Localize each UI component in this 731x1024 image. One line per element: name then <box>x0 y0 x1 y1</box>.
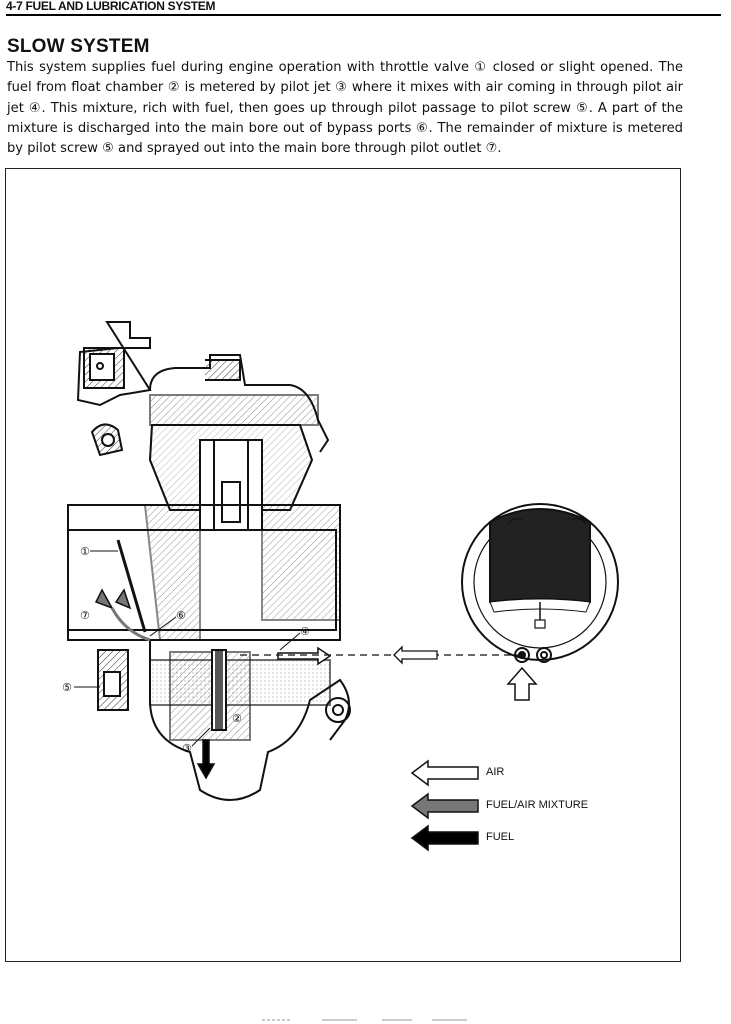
footer-scan-marks <box>262 1019 467 1021</box>
legend-mixture-label: FUEL/AIR MIXTURE <box>486 799 589 811</box>
body-paragraph: This system supplies fuel during engine … <box>7 60 683 157</box>
legend-air-label: AIR <box>486 766 505 778</box>
figure-frame <box>5 168 681 962</box>
section-title: SLOW SYSTEM <box>7 36 150 57</box>
flow-arrows <box>94 588 332 780</box>
carburetor-body <box>67 321 351 801</box>
legend-mixture-arrow <box>410 792 479 820</box>
page-header: 4-7 FUEL AND LUBRICATION SYSTEM <box>6 0 721 16</box>
callout-5: ⑤ <box>62 681 72 694</box>
callout-1: ① <box>80 545 90 558</box>
legend <box>410 759 479 852</box>
bore-detail-view <box>461 503 619 701</box>
callouts: ① ⑦ ⑥ ④ ⑤ ② ③ <box>62 545 310 755</box>
legend-fuel-arrow <box>410 824 479 852</box>
callout-7: ⑦ <box>80 609 90 622</box>
detail-air-arrow <box>393 645 438 665</box>
callout-3: ③ <box>182 742 192 755</box>
legend-air-arrow <box>410 759 479 787</box>
legend-fuel-label: FUEL <box>486 831 515 843</box>
callout-6: ⑥ <box>176 609 186 622</box>
callout-4: ④ <box>300 625 310 638</box>
header-title: 4-7 FUEL AND LUBRICATION SYSTEM <box>6 0 216 13</box>
section-body: This system supplies fuel during engine … <box>7 58 683 159</box>
callout-2: ② <box>232 712 242 725</box>
